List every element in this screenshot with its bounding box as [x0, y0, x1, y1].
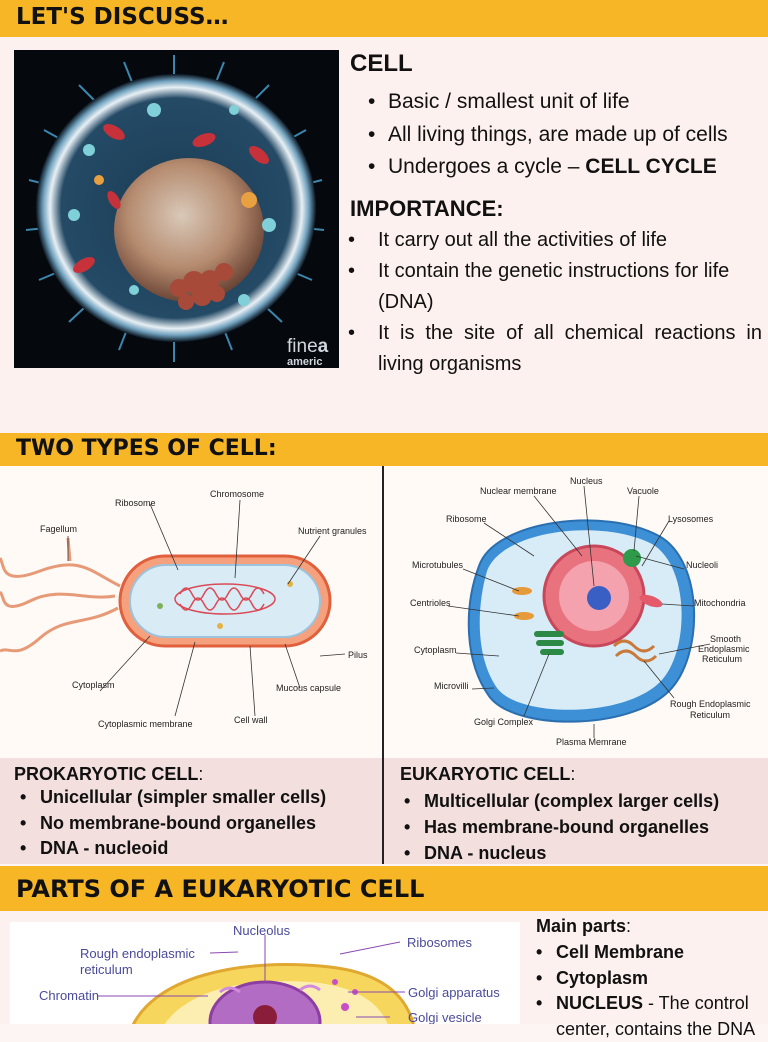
- label-nutrient: Nutrient granules: [298, 526, 367, 536]
- label-membrane: Cytoplasmic membrane: [98, 719, 193, 729]
- label-cellwall: Cell wall: [234, 715, 268, 725]
- watermark: finea: [287, 336, 329, 357]
- parts-diagram: Nucleolus Rough endoplasmic reticulum Ri…: [10, 922, 520, 1024]
- label-rough-er: Rough Endoplasmic: [670, 699, 751, 709]
- label-fagellum: Fagellum: [40, 524, 77, 534]
- importance-point: It contain the genetic instructions for …: [342, 256, 762, 318]
- label-ribosomes: Ribosomes: [407, 935, 473, 950]
- importance-point: It is the site of all chemical reactions…: [342, 318, 762, 380]
- cell-point: Undergoes a cycle – CELL CYCLE: [362, 151, 728, 184]
- prokaryotic-title: PROKARYOTIC CELL:: [14, 764, 204, 784]
- main-part: Cytoplasm: [530, 966, 760, 992]
- parts-svg: Nucleolus Rough endoplasmic reticulum Ri…: [39, 923, 500, 1024]
- watermark-sub: americ: [287, 356, 323, 368]
- header-bar-types: TWO TYPES OF CELL:: [0, 433, 768, 466]
- cell-point: All living things, are made up of cells: [362, 119, 728, 152]
- label-rough-er-2: reticulum: [80, 962, 133, 977]
- label-cytoplasm: Cytoplasm: [414, 645, 457, 655]
- prokaryotic-box: PROKARYOTIC CELL: Unicellular (simpler s…: [0, 758, 382, 864]
- label-microtubules: Microtubules: [412, 560, 464, 570]
- eukaryote-svg: Nucleus Nuclear membrane Vacuole Ribosom…: [410, 476, 751, 747]
- chromosome: [174, 583, 276, 615]
- label-nucleolus: Nucleolus: [233, 923, 291, 938]
- label-microvilli: Microvilli: [434, 681, 469, 691]
- label-golgi-vesicle: Golgi vesicle: [408, 1010, 482, 1024]
- prokaryotic-point: DNA - nucleoid: [14, 836, 326, 862]
- label-pilus: Pilus: [348, 650, 368, 660]
- importance-points: It carry out all the activities of life …: [342, 225, 762, 380]
- label-ribosome: Ribosome: [115, 498, 156, 508]
- cell-illustration-svg: [25, 55, 325, 362]
- header-bar-discuss: LET'S DISCUSS…: [0, 0, 768, 37]
- importance-title: IMPORTANCE:: [350, 196, 504, 221]
- eukaryotic-point: Has membrane-bound organelles: [398, 814, 719, 840]
- eukaryotic-point: Multicellular (complex larger cells): [398, 788, 719, 814]
- main-parts-list: Cell Membrane Cytoplasm NUCLEUS - The co…: [530, 940, 760, 1042]
- prokaryote-diagram: Ribosome Chromosome Fagellum Nutrient gr…: [0, 466, 382, 758]
- label-golgi-apparatus: Golgi apparatus: [408, 985, 500, 1000]
- label-nucleoli: Nucleoli: [686, 560, 718, 570]
- cell-point: Basic / smallest unit of life: [362, 86, 728, 119]
- label-cytoplasm: Cytoplasm: [72, 680, 115, 690]
- prokaryotic-point: Unicellular (simpler smaller cells): [14, 785, 326, 811]
- label-chromosome: Chromosome: [210, 489, 264, 499]
- label-smooth-er-3: Reticulum: [702, 654, 742, 664]
- label-chromatin: Chromatin: [39, 988, 99, 1003]
- label-nucleus: Nucleus: [570, 476, 603, 486]
- prokaryotic-points: Unicellular (simpler smaller cells) No m…: [14, 785, 326, 862]
- golgi: [534, 631, 564, 655]
- label-golgi: Golgi Complex: [474, 717, 534, 727]
- label-rough-er: Rough endoplasmic: [80, 946, 195, 961]
- main-parts-title: Main parts:: [536, 916, 632, 936]
- label-nuclear-membrane: Nuclear membrane: [480, 486, 557, 496]
- header-bar-parts: PARTS OF A EUKARYOTIC CELL: [0, 866, 768, 911]
- label-centrioles: Centrioles: [410, 598, 451, 608]
- label-vacuole: Vacuole: [627, 486, 659, 496]
- cell-points: Basic / smallest unit of life All living…: [362, 86, 728, 184]
- importance-point: It carry out all the activities of life: [342, 225, 762, 256]
- prokaryotic-point: No membrane-bound organelles: [14, 811, 326, 837]
- label-rough-er-2: Reticulum: [690, 710, 730, 720]
- label-mitochondria: Mitochondria: [694, 598, 746, 608]
- label-smooth-er: Smooth: [710, 634, 741, 644]
- eukaryotic-title: EUKARYOTIC CELL:: [400, 764, 576, 784]
- types-divider: [382, 466, 384, 864]
- label-ribosome: Ribosome: [446, 514, 487, 524]
- label-lysosomes: Lysosomes: [668, 514, 714, 524]
- label-smooth-er-2: Endoplasmic: [698, 644, 750, 654]
- header-title-parts: PARTS OF A EUKARYOTIC CELL: [16, 875, 425, 903]
- prokaryote-svg: Ribosome Chromosome Fagellum Nutrient gr…: [0, 489, 368, 729]
- eukaryotic-points: Multicellular (complex larger cells) Has…: [398, 788, 719, 866]
- eukaryotic-point: DNA - nucleus: [398, 840, 719, 866]
- cell-title: CELL: [350, 50, 413, 77]
- cell-illustration: finea americ: [14, 50, 339, 368]
- eukaryote-diagram: Nucleus Nuclear membrane Vacuole Ribosom…: [384, 466, 768, 758]
- main-part: Cell Membrane: [530, 940, 760, 966]
- flagella: [0, 537, 121, 653]
- label-mucous: Mucous capsule: [276, 683, 341, 693]
- eukaryotic-box: EUKARYOTIC CELL: Multicellular (complex …: [384, 758, 768, 866]
- label-plasma: Plasma Memrane: [556, 737, 627, 747]
- header-title-discuss: LET'S DISCUSS…: [16, 4, 229, 30]
- header-title-types: TWO TYPES OF CELL:: [16, 436, 277, 461]
